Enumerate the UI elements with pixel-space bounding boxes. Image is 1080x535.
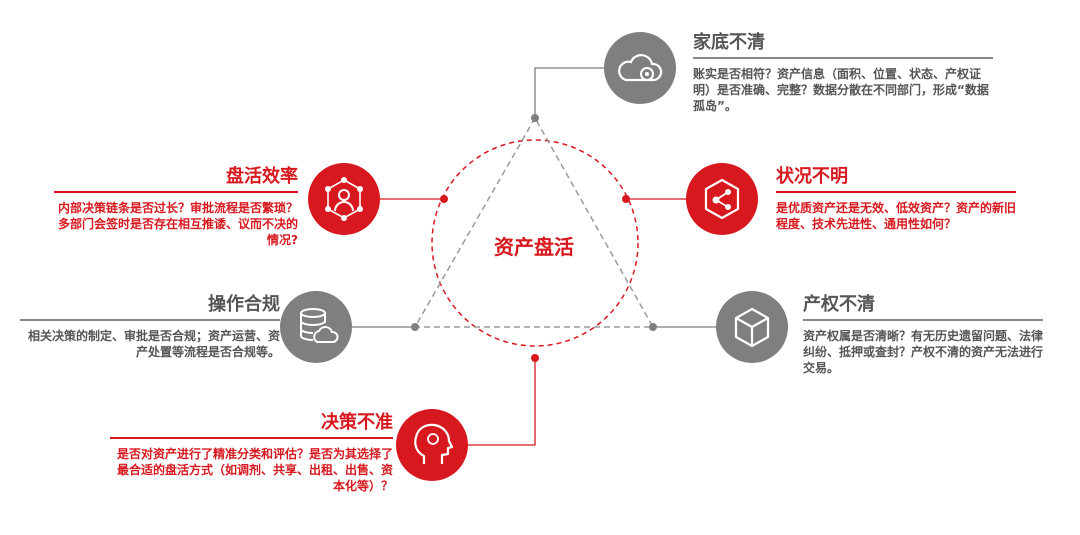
head-brain-icon [396,409,468,481]
database-cloud-icon [280,291,352,363]
item-description: 是否对资产进行了精准分类和评估？是否为其选择了最合适的盘活方式（如调剂、共享、出… [116,447,393,493]
dot-right-upper [622,195,630,203]
dot-left-upper [440,195,448,203]
connector-juece [466,358,536,446]
dot-right-lower [649,323,657,331]
item-description: 相关决策的制定、审批是否合规；资产运营、资产处置等流程是否合规等。 [27,329,280,359]
item-title: 盘活效率 [54,166,298,193]
item-description: 资产权属是否清晰？有无历史遗留问题、法律纠纷、抵押或查封？产权不清的资产无法进行… [803,329,1044,375]
dot-top [531,114,539,122]
item-title: 操作合规 [20,294,280,321]
item-description: 是优质资产还是无效、低效资产？资产的新旧程度、技术先进性、通用性如何？ [776,201,1017,231]
item-title: 状况不明 [776,166,1016,193]
cube-icon [716,291,788,363]
connector-jiadi [534,67,604,118]
item-jiadi: 家底不清 账实是否相符？资产信息（面积、位置、状态、产权证明）是否准确、完整？数… [693,32,993,114]
item-title: 家底不清 [693,32,993,59]
dot-bottom [531,354,539,362]
center-label: 资产盘活 [494,235,574,259]
network-hexagon-icon [686,163,758,235]
item-chanquan: 产权不清 资产权属是否清晰？有无历史遗留问题、法律纠纷、抵押或查封？产权不清的资… [803,294,1043,376]
item-title: 决策不准 [110,412,393,439]
item-description: 内部决策链条是否过长？审批流程是否繁琐？多部门会签时是否存在相互推诿、议而不决的… [57,201,298,247]
center-dashed-circle [431,139,639,347]
dot-left-lower [411,323,419,331]
item-xiaolv: 盘活效率 内部决策链条是否过长？审批流程是否繁琐？多部门会签时是否存在相互推诿、… [54,166,298,248]
item-description: 账实是否相符？资产信息（面积、位置、状态、产权证明）是否准确、完整？数据分散在不… [693,67,989,113]
people-network-icon [308,163,380,235]
center-dashed-triangle [413,116,655,328]
cloud-gear-icon [604,32,676,104]
item-caozuo: 操作合规 相关决策的制定、审批是否合规；资产运营、资产处置等流程是否合规等。 [20,294,280,360]
item-juece: 决策不准 是否对资产进行了精准分类和评估？是否为其选择了最合适的盘活方式（如调剂… [110,412,393,494]
item-zhuangkuang: 状况不明 是优质资产还是无效、低效资产？资产的新旧程度、技术先进性、通用性如何？ [776,166,1016,232]
item-title: 产权不清 [803,294,1043,321]
